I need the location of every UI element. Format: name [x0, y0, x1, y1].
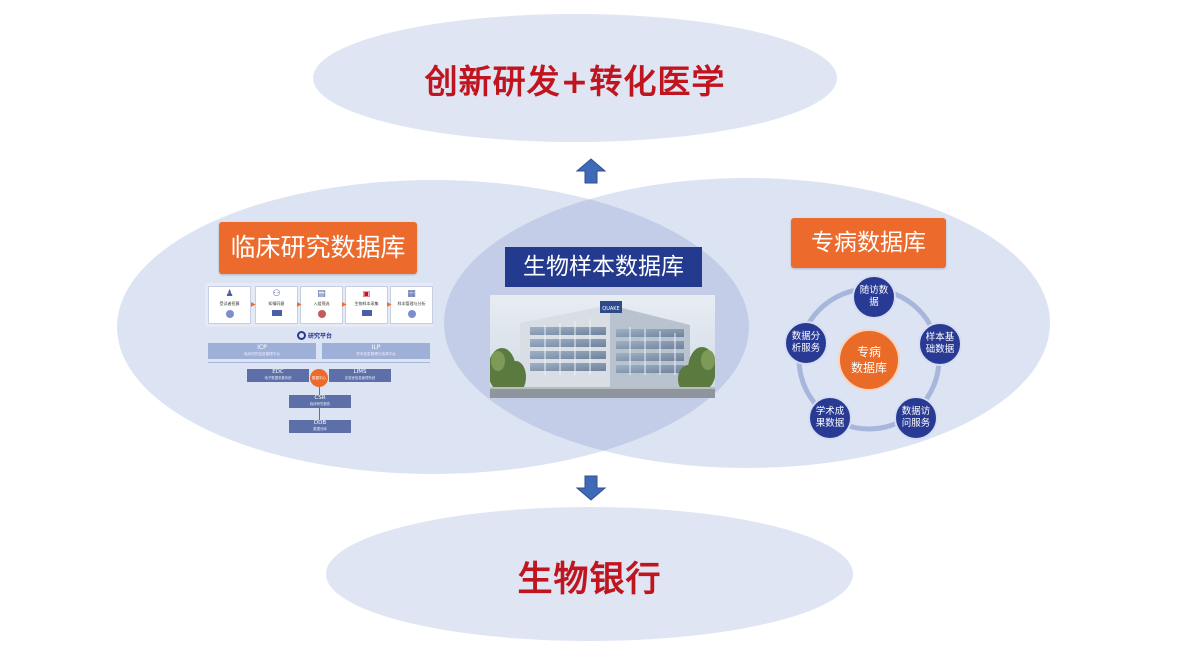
- icp-sub: 临床研究信息管理平台: [244, 352, 280, 356]
- cycle-node-label: 样本基 础数据: [925, 332, 955, 355]
- edc-title: EDC: [272, 369, 284, 375]
- disease-db-label: 专病数据库: [791, 218, 946, 268]
- lims-box: LIMS 实验室信息管理系统: [329, 369, 391, 382]
- connector-line: [319, 387, 320, 395]
- bottom-ellipse: [326, 507, 853, 641]
- step-card: ▦ 样本管理与分析: [390, 286, 433, 324]
- logo-text: 研究平台: [308, 332, 333, 340]
- flow-arrow-icon: ▶: [342, 301, 347, 308]
- ddb-box: DDB 数据仓库: [289, 420, 351, 433]
- cycle-node-label: 学术成 果数据: [815, 406, 845, 429]
- cycle-node: 数据访 问服务: [894, 396, 938, 440]
- ilp-sub: 样本信息管理与追溯平台: [356, 352, 396, 356]
- ddb-title: DDB: [313, 420, 327, 426]
- csr-sub: 临床研究报告: [309, 402, 331, 406]
- ilp-title: ILP: [371, 344, 381, 351]
- building-photo: QUAKE: [490, 295, 715, 398]
- center-node: 专病 数据库: [838, 329, 900, 391]
- cycle-node: 学术成 果数据: [808, 396, 852, 440]
- cycle-node: 样本基 础数据: [918, 322, 962, 366]
- cycle-node: 随访数 据: [852, 275, 896, 319]
- step-label: 受试者招募: [219, 301, 240, 306]
- clinical-db-label: 临床研究数据库: [219, 222, 417, 274]
- ddb-sub: 数据仓库: [313, 427, 327, 431]
- step-card: ▤ 入组筛选: [300, 286, 343, 324]
- step-label: 生物样本采集: [354, 301, 379, 306]
- step-label: 知情同意: [268, 301, 285, 306]
- bottom-title: 生物银行: [517, 560, 662, 600]
- clinical-flow-diagram: ♟ 受试者招募 ⚇ 知情同意 ▤ 入组筛选 ▣ 生物样本采集 ▦ 样本管理与分析…: [205, 283, 435, 443]
- divider-line: [208, 362, 430, 363]
- icp-bar: ICP 临床研究信息管理平台: [208, 343, 316, 359]
- hub-text: 数据中心: [312, 375, 326, 380]
- cycle-node-label: 数据访 问服务: [901, 406, 931, 429]
- platform-logo: 研究平台: [297, 329, 343, 341]
- step-card: ▣ 生物样本采集: [345, 286, 388, 324]
- biosample-db-label: 生物样本数据库: [505, 247, 702, 287]
- lims-sub: 实验室信息管理系统: [344, 376, 376, 380]
- top-title: 创新研发+转化医学: [424, 62, 726, 101]
- center-node-label: 专病 数据库: [850, 345, 887, 375]
- edc-box: EDC 电子数据采集系统: [247, 369, 309, 382]
- flow-arrow-icon: ▶: [297, 301, 302, 308]
- icp-title: ICP: [257, 344, 267, 351]
- step-label: 入组筛选: [313, 301, 330, 306]
- csr-box: CSR 临床研究报告: [289, 395, 351, 408]
- step-label: 样本管理与分析: [397, 301, 426, 306]
- connector-line: [319, 408, 320, 420]
- csr-title: CSR: [314, 395, 326, 401]
- data-hub: 数据中心: [310, 369, 328, 387]
- ilp-bar: ILP 样本信息管理与追溯平台: [322, 343, 430, 359]
- cycle-node-label: 数据分 析服务: [791, 331, 821, 354]
- lims-title: LIMS: [353, 369, 367, 375]
- arrow-down-icon: [575, 475, 607, 501]
- step-card: ♟ 受试者招募: [208, 286, 251, 324]
- cycle-node: 数据分 析服务: [784, 321, 828, 365]
- top-ellipse: [313, 14, 837, 142]
- flow-arrow-icon: ▶: [387, 301, 392, 308]
- building-sign: QUAKE: [602, 306, 619, 312]
- cycle-node-label: 随访数 据: [859, 285, 889, 308]
- flow-arrow-icon: ▶: [251, 301, 256, 308]
- edc-sub: 电子数据采集系统: [264, 376, 292, 380]
- arrow-up-icon: [575, 158, 607, 184]
- step-card: ⚇ 知情同意: [255, 286, 298, 324]
